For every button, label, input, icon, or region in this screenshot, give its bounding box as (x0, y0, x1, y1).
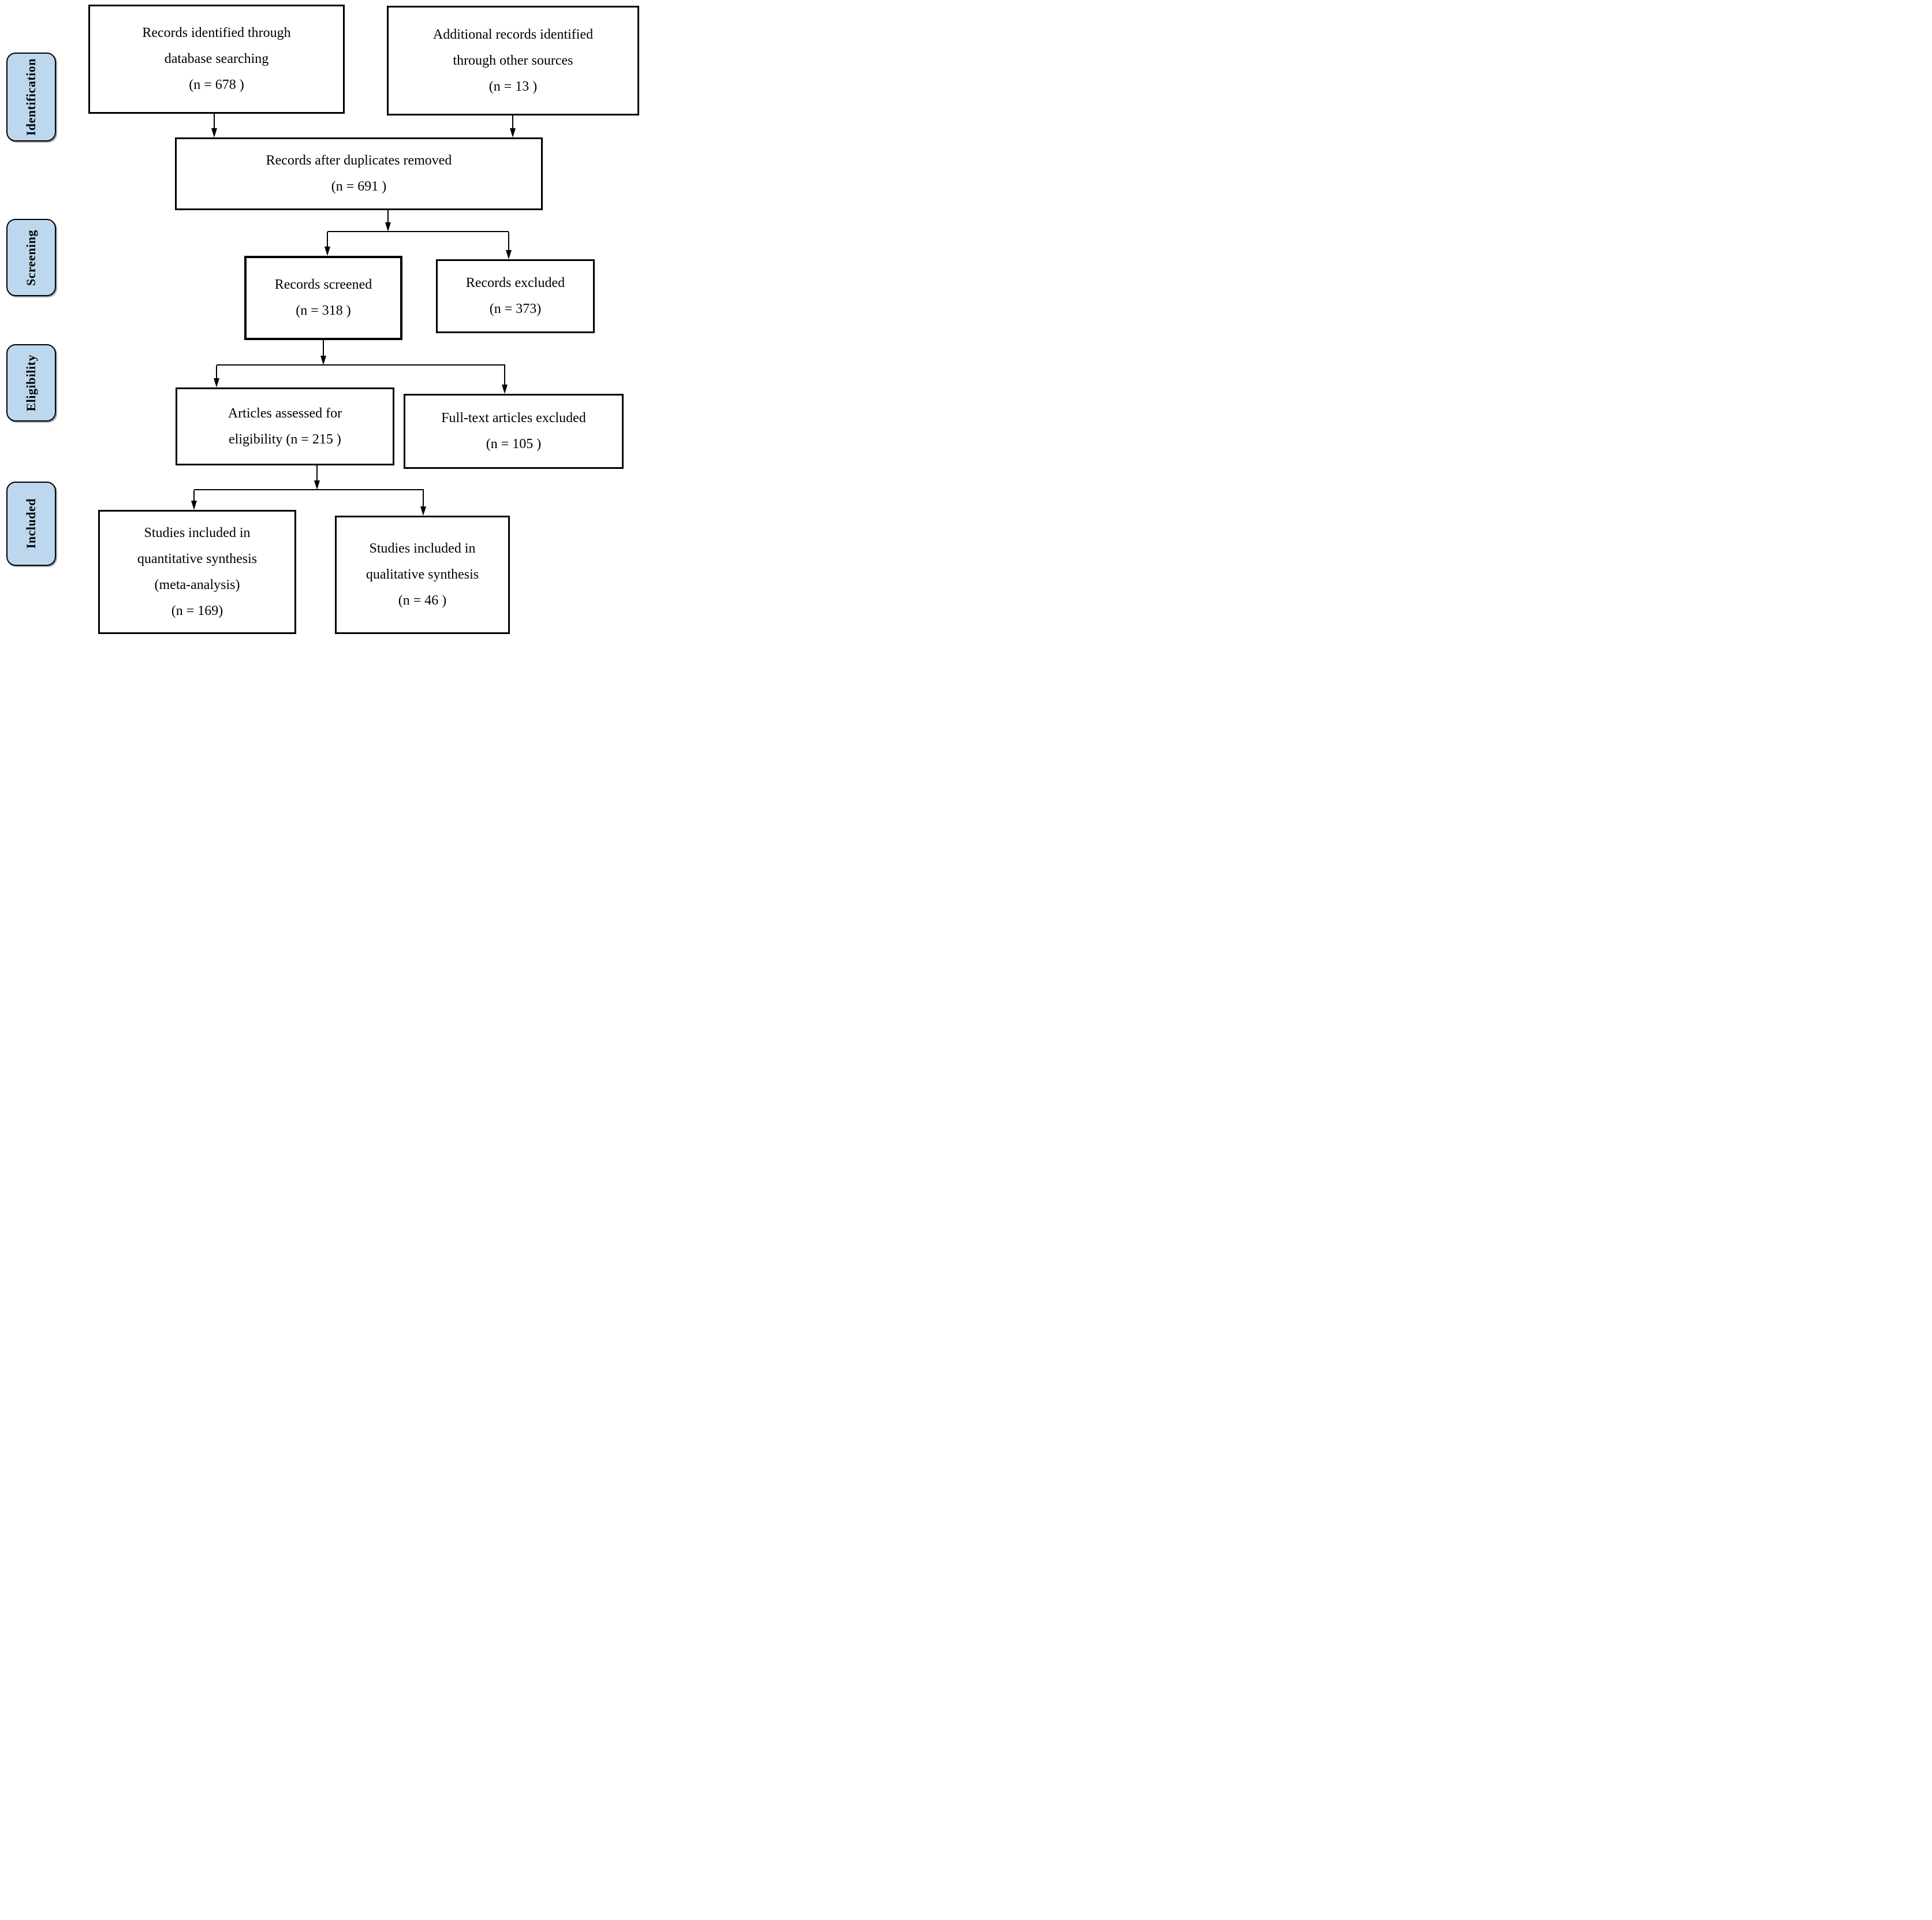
stage-label-text: Screening (24, 229, 38, 286)
box-line: (n = 678 ) (189, 77, 244, 92)
connector-identified-to-duplicates-line (214, 114, 215, 130)
flow-box-records-screened: Records screened (n = 318 ) (244, 256, 402, 340)
box-line: (n = 691 ) (331, 179, 387, 194)
box-line: database searching (164, 51, 269, 66)
box-line: Full-text articles excluded (441, 411, 586, 426)
stage-label-text: Included (24, 498, 38, 549)
box-line: (n = 373) (489, 301, 542, 316)
connector-duplicates-down-line (387, 210, 389, 224)
connector-split-to-qualitative-line (423, 490, 424, 507)
box-line: through other sources (453, 53, 573, 68)
flow-box-additional-records: Additional records identified through ot… (387, 6, 639, 115)
arrowhead-assessed-to-split (314, 480, 320, 490)
box-line: Records excluded (465, 275, 565, 290)
connector-eligibility-split-line (217, 364, 505, 366)
arrowhead-to-records-screened (325, 247, 330, 256)
box-line: Records after duplicates removed (266, 153, 452, 168)
connector-split-to-screened-line (327, 232, 328, 247)
arrowhead-to-records-excluded (506, 250, 512, 259)
box-line: eligibility (n = 215 ) (229, 431, 341, 447)
arrowhead-to-fulltext-excluded (502, 385, 508, 394)
box-line: Records screened (274, 277, 372, 292)
connector-split-to-assessed-line (216, 366, 217, 379)
box-line: quantitative synthesis (137, 551, 258, 566)
flow-box-qualitative-included: Studies included in qualitative synthesi… (335, 516, 510, 634)
box-line: Additional records identified (432, 27, 594, 42)
stage-label-screening: Screening (6, 219, 56, 296)
arrowhead-duplicates-to-split (385, 222, 391, 232)
stage-label-text: Identification (24, 58, 38, 136)
flow-box-records-excluded: Records excluded (n = 373) (436, 259, 595, 333)
arrowhead-to-quantitative (191, 501, 197, 510)
stage-label-eligibility: Eligibility (6, 344, 56, 422)
arrowhead-additional-to-duplicates (510, 128, 516, 137)
connector-split-to-fulltext-line (504, 366, 505, 385)
flow-box-records-identified: Records identified through database sear… (88, 5, 345, 114)
arrowhead-to-qualitative (420, 506, 426, 516)
box-line: qualitative synthesis (365, 567, 479, 582)
flow-box-articles-assessed: Articles assessed for eligibility (n = 2… (176, 387, 394, 465)
box-line: (n = 46 ) (398, 593, 447, 608)
box-line: (n = 318 ) (296, 303, 351, 318)
flow-box-after-duplicates: Records after duplicates removed (n = 69… (175, 137, 543, 210)
connector-assessed-down-line (316, 465, 318, 482)
stage-label-included: Included (6, 482, 56, 566)
box-line: Studies included in (369, 541, 476, 556)
connector-split-to-quantitative-line (193, 490, 195, 501)
box-line: Articles assessed for (227, 405, 342, 421)
connector-screened-down-line (323, 340, 324, 356)
box-line: (n = 105 ) (486, 437, 542, 452)
box-line: (n = 169) (171, 603, 223, 618)
flow-box-fulltext-excluded: Full-text articles excluded (n = 105 ) (404, 394, 624, 469)
arrowhead-screened-to-split (320, 356, 326, 365)
box-line: (n = 13 ) (488, 79, 538, 94)
arrowhead-identified-to-duplicates (211, 128, 217, 137)
arrowhead-to-articles-assessed (214, 378, 219, 387)
box-line: (meta-analysis) (154, 577, 240, 592)
flow-box-quantitative-included: Studies included in quantitative synthes… (98, 510, 296, 634)
box-line: Studies included in (144, 525, 251, 540)
stage-label-text: Eligibility (24, 354, 38, 412)
box-line: Records identified through (142, 25, 291, 40)
connector-included-split-line (194, 489, 424, 490)
connector-additional-to-duplicates-line (512, 115, 513, 130)
connector-split-to-excluded-line (508, 232, 509, 251)
connector-screening-split-line (327, 231, 509, 232)
prisma-flow-diagram: Identification Screening Eligibility Inc… (0, 0, 644, 640)
stage-label-identification: Identification (6, 53, 56, 141)
